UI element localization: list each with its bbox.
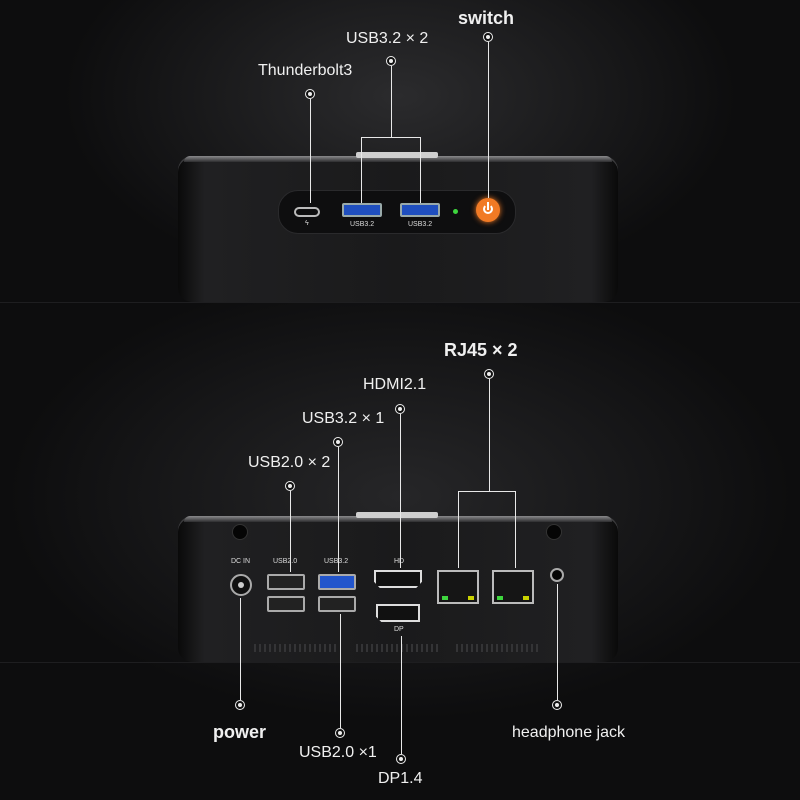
callout-line-usb32-x2	[391, 66, 392, 137]
rear-chassis	[178, 516, 618, 662]
callout-line-dp	[401, 636, 402, 754]
chassis-top-edge	[184, 156, 612, 162]
chassis-top-tab	[356, 152, 438, 158]
label-usb32-x1: USB3.2 × 1	[302, 410, 385, 427]
dc-in-port	[230, 574, 252, 596]
rj45-led-green	[442, 596, 448, 600]
callout-dot-hdmi	[395, 404, 405, 414]
vent-center	[356, 644, 440, 652]
label-dp14: DP1.4	[378, 770, 423, 787]
displayport-port	[376, 604, 420, 622]
callout-dot-usb32-x2	[386, 56, 396, 66]
dcin-mark: DC IN	[231, 558, 251, 565]
label-usb32-x2: USB3.2 × 2	[346, 30, 429, 47]
callout-dot-usb20-x1	[335, 728, 345, 738]
chassis-top-tab	[356, 512, 438, 518]
label-switch: switch	[458, 8, 515, 28]
screw-hole-left	[232, 524, 248, 540]
rj45-led-yellow	[523, 596, 529, 600]
callout-bracket-rj45	[458, 491, 515, 492]
screw-hole-right	[546, 524, 562, 540]
callout-dot-usb32-x1	[333, 437, 343, 447]
callout-dot-thunderbolt	[305, 89, 315, 99]
callout-bracket-right	[420, 137, 421, 203]
callout-line-rj45	[489, 379, 490, 491]
callout-line-usb20-x1	[340, 614, 341, 728]
label-headphone-jack: headphone jack	[512, 724, 625, 741]
callout-line-thunderbolt	[310, 99, 311, 203]
hdmi-port	[374, 570, 422, 588]
usb20-port-3	[318, 596, 356, 612]
callout-line-power	[240, 598, 241, 700]
callout-dot-headphone	[552, 700, 562, 710]
callout-dot-dp	[396, 754, 406, 764]
section-divider-bottom	[0, 662, 800, 663]
callout-bracket-left	[361, 137, 362, 203]
label-usb20-x1: USB2.0 ×1	[299, 744, 377, 761]
callout-bracket-rj45-right	[515, 491, 516, 568]
label-power: power	[213, 722, 267, 742]
rj45-port-1	[437, 570, 479, 604]
vent-left	[254, 644, 338, 652]
callout-line-usb20-x2	[290, 491, 291, 572]
label-thunderbolt3: Thunderbolt3	[258, 62, 353, 79]
label-rj45-x2: RJ45 × 2	[444, 340, 518, 360]
thunderbolt-glyph: ϟ	[305, 220, 309, 227]
status-led	[453, 209, 458, 214]
hd-mark: HD	[394, 558, 404, 565]
rj45-led-green	[497, 596, 503, 600]
rj45-port-2	[492, 570, 534, 604]
callout-line-headphone	[557, 584, 558, 700]
callout-line-hdmi	[400, 414, 401, 568]
label-usb20-x2: USB2.0 × 2	[248, 454, 331, 471]
usb32-port-2	[400, 203, 440, 217]
thunderbolt-port	[294, 207, 320, 217]
callout-line-switch	[488, 42, 489, 198]
callout-dot-power	[235, 700, 245, 710]
usb32-rear-port	[318, 574, 356, 590]
rj45-led-yellow	[468, 596, 474, 600]
usb32-port-2-label: USB3.2	[408, 221, 433, 228]
callout-dot-usb20-x2	[285, 481, 295, 491]
vent-right	[456, 644, 540, 652]
callout-bracket-rj45-left	[458, 491, 459, 568]
usb32-port-1	[342, 203, 382, 217]
usb32-port-1-label: USB3.2	[350, 221, 375, 228]
callout-dot-switch	[483, 32, 493, 42]
section-divider	[0, 302, 800, 303]
usb32-mark: USB3.2	[324, 558, 349, 565]
headphone-jack-port	[550, 568, 564, 582]
dp-mark: DP	[394, 626, 404, 633]
usb20-port-2	[267, 596, 305, 612]
callout-line-usb32-x1	[338, 447, 339, 572]
callout-dot-rj45	[484, 369, 494, 379]
power-switch-button	[476, 198, 500, 222]
usb20-port-1	[267, 574, 305, 590]
chassis-top-edge	[184, 516, 612, 522]
callout-bracket-usb32-x2	[361, 137, 420, 138]
label-hdmi21: HDMI2.1	[363, 376, 427, 393]
usb20-mark: USB2.0	[273, 558, 298, 565]
